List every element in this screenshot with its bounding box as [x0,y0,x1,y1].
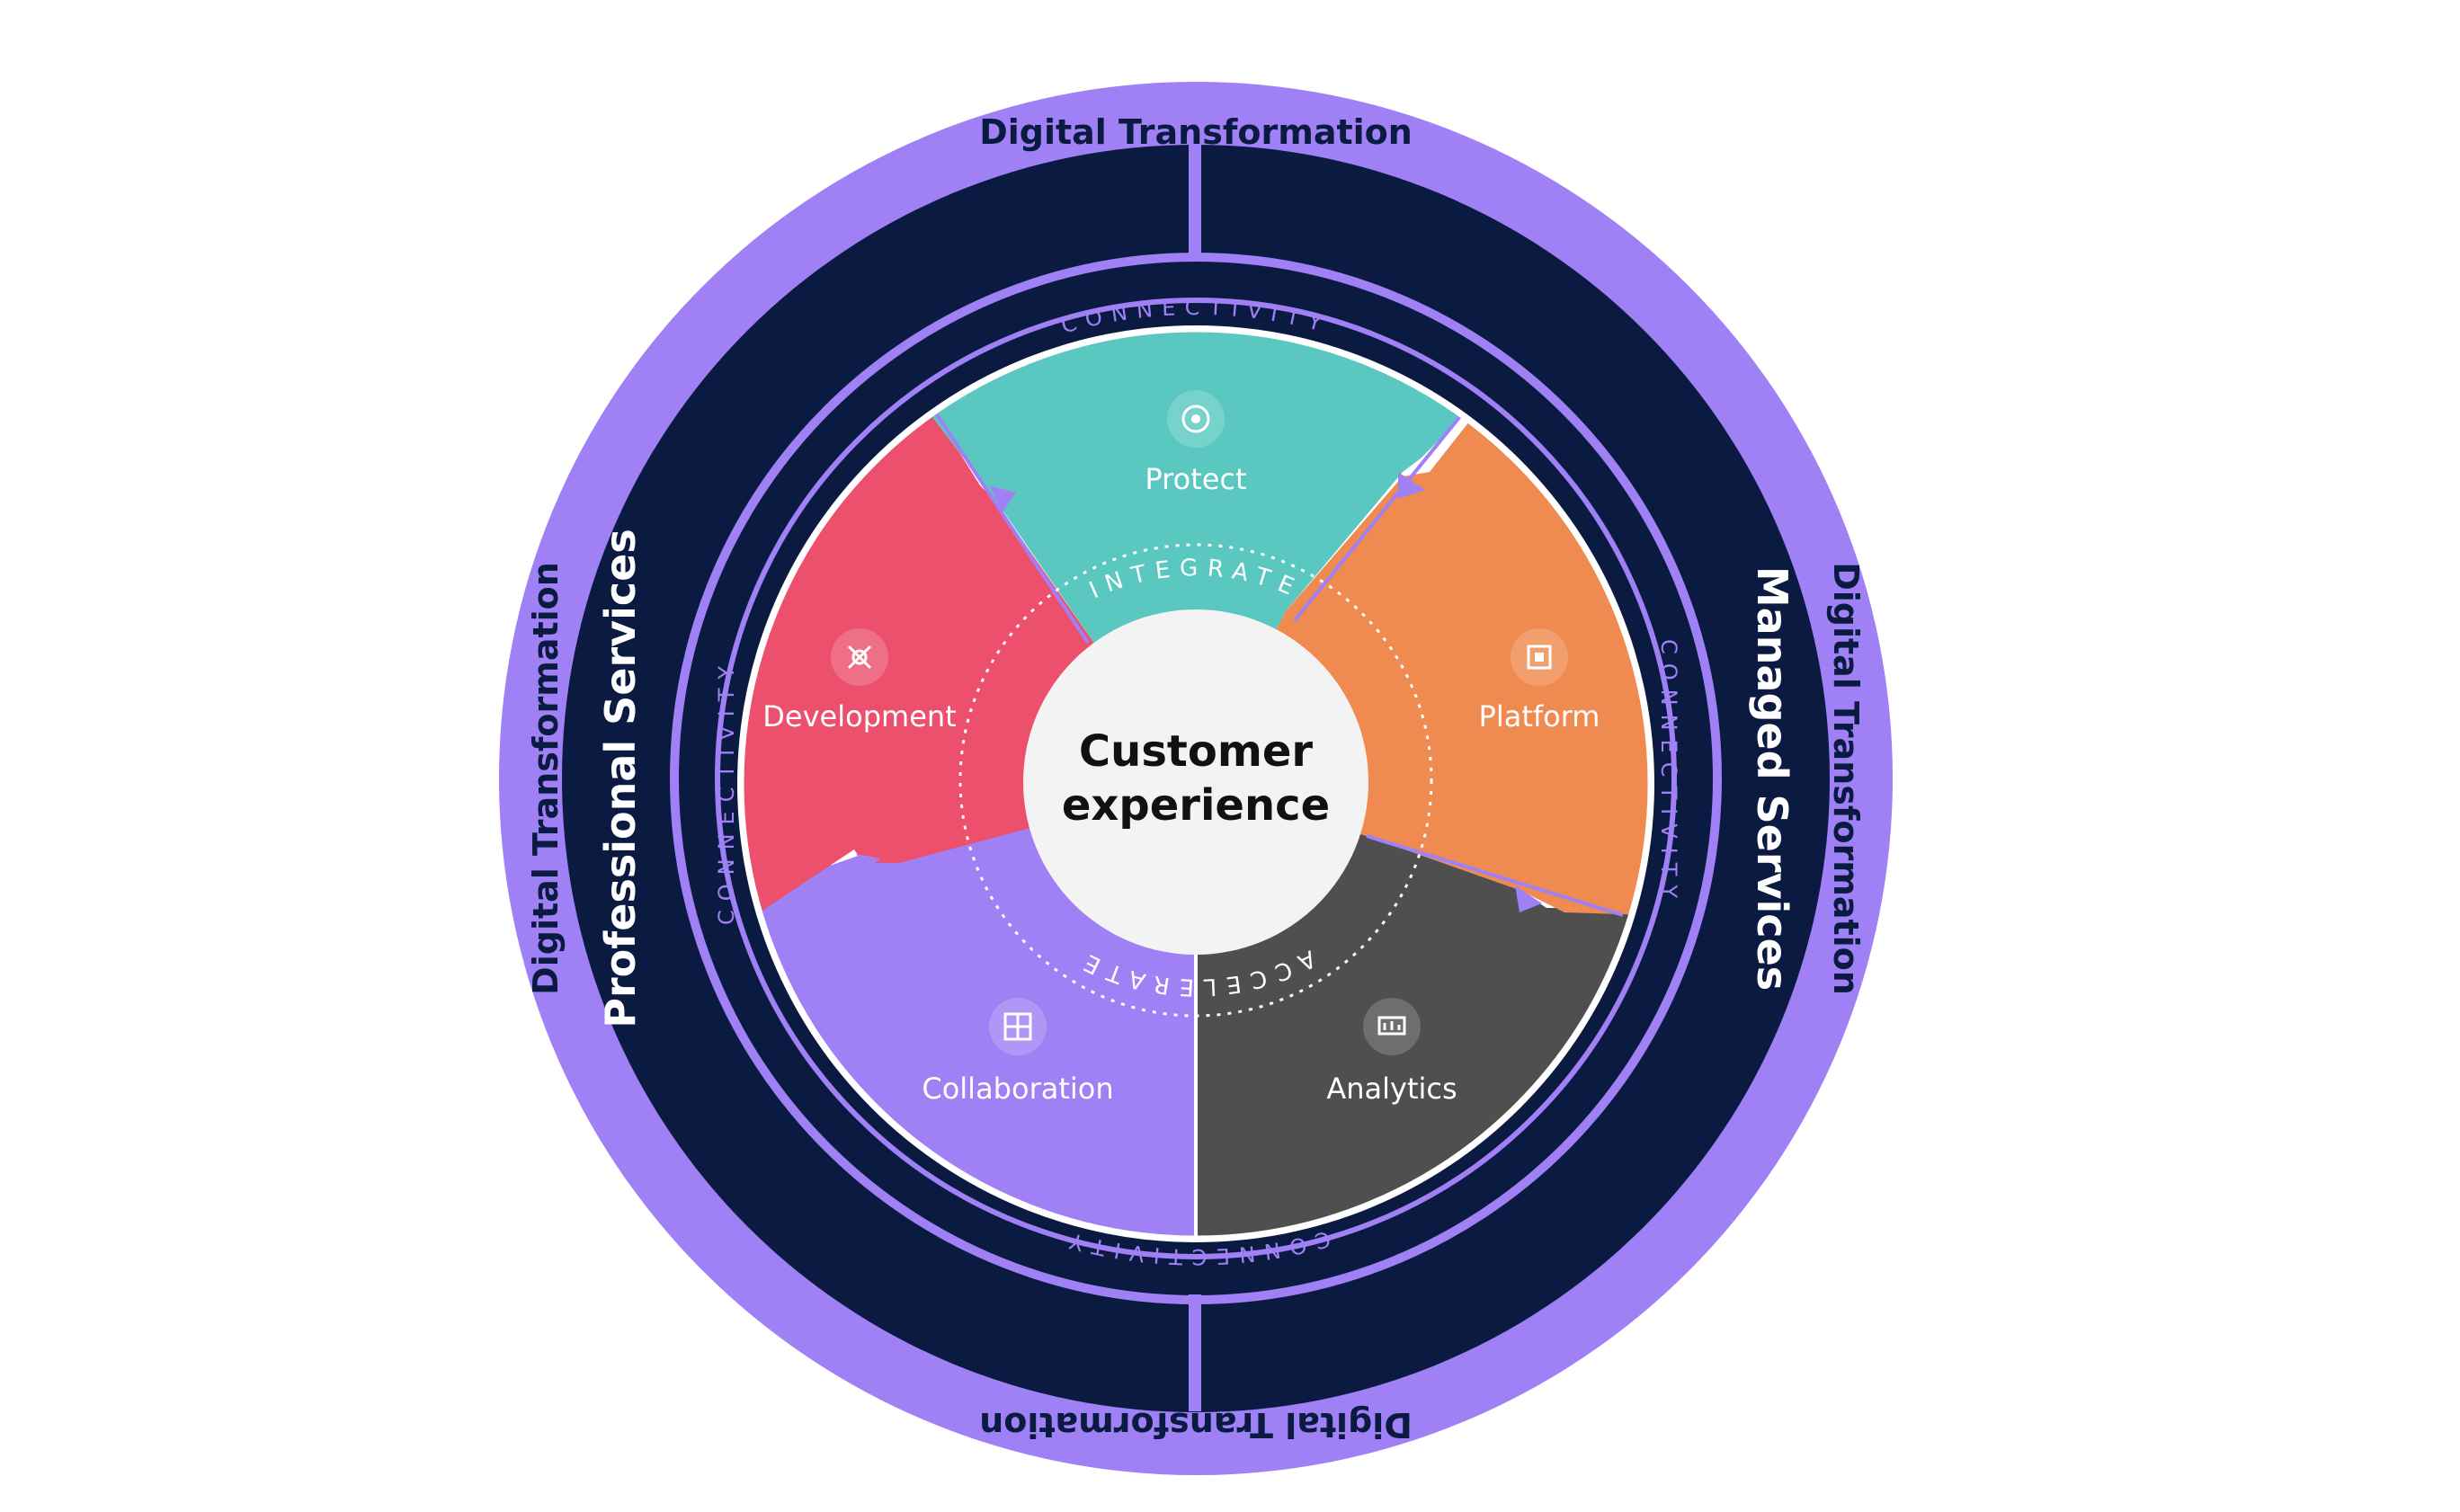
seam-notch-platform [1398,472,1425,499]
shield-gear-icon [1167,390,1225,448]
seam-notch-analytics [1515,885,1542,912]
integrate-dashed-ring [958,543,1433,1018]
development-network-icon [831,628,888,686]
professional-services-label: Professional Services [596,529,645,1028]
segment-seams [933,410,1624,917]
digital-transformation-bottom: Digital Transformation [979,1405,1413,1445]
segments-outline [739,327,1653,1241]
connectivity-ring-inner [715,298,1677,1259]
seam-notch-collaboration [856,854,881,867]
center-line-1: Customer [1079,726,1313,777]
segment-label-platform: Platform [1479,699,1600,734]
center-circle [1023,609,1368,955]
segment-label-development: Development [762,699,956,734]
digital-transformation-top: Digital Transformation [979,112,1413,152]
segment-label-collaboration: Collaboration [922,1072,1113,1106]
center-line-2: experience [1062,780,1330,831]
managed-services-label: Managed Services [1748,566,1796,991]
segment-protect[interactable] [926,288,1475,784]
collaboration-grid-icon [989,998,1047,1055]
segment-label-analytics: Analytics [1326,1072,1457,1106]
digital-transformation-right: Digital Transformation [1826,562,1866,995]
segment-label-protect: Protect [1145,462,1246,496]
chip-icon [1511,628,1568,686]
digital-transformation-left: Digital Transformation [526,562,566,995]
connectivity-label-right: CONNECTIVITY [1656,639,1681,907]
top-divider [1189,144,1201,261]
seam-notch-protect [989,485,1016,512]
connectivity-label-left: CONNECTIVITY [714,657,739,925]
bottom-divider [1189,1294,1201,1411]
connectivity-ring-outer [670,253,1722,1304]
analytics-board-icon [1363,998,1421,1055]
